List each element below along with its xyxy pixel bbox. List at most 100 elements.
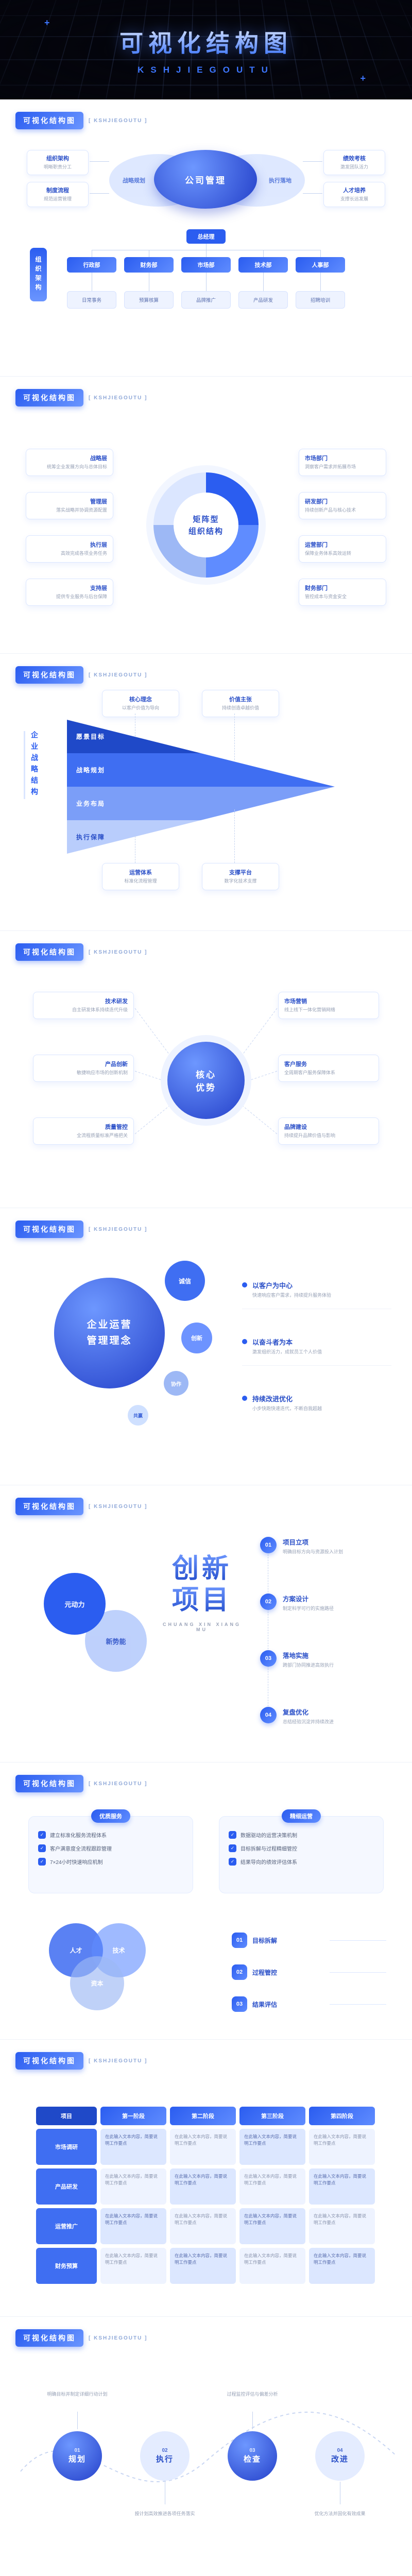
advantage-card: 产品创新敏捷响应市场的创新机制	[33, 1055, 134, 1082]
connector-line	[263, 250, 264, 257]
slide-logo-badge: 可视化结构图	[15, 2329, 83, 2347]
chip-desc: 支撑长远发展	[340, 196, 368, 201]
item-desc: 小步快跑快速迭代，不断自我超越	[252, 1406, 322, 1411]
step-number-badge: 01	[232, 1933, 247, 1948]
table-cell: 在此输入文本内容，简要说明工作要点	[239, 2129, 305, 2165]
band-label: 业务布局	[76, 800, 106, 807]
card-desc: 保障业务体系高效运转	[305, 551, 352, 556]
band-label: 愿景目标	[76, 733, 106, 740]
check-row: ✓建立标准化服务流程体系	[38, 1831, 183, 1839]
table-cell: 在此输入文本内容，简要说明工作要点	[239, 2208, 305, 2244]
step-number-badge: 04	[260, 1707, 277, 1723]
pyramid-band: 业务布局	[67, 787, 335, 820]
bubble-title: 管理理念	[87, 1335, 132, 1346]
table-row-header: 市场调研	[36, 2129, 97, 2165]
layer-card: 执行层高效完成各项业务任务	[26, 535, 113, 563]
card-title: 客户服务	[284, 1061, 307, 1067]
step-title: 方案设计	[283, 1596, 309, 1603]
card-title: 运营体系	[129, 870, 152, 876]
check-row: ✓7×24小时快速响应机制	[38, 1858, 183, 1866]
slide-logo-badge: 可视化结构图	[15, 1221, 83, 1238]
ring-center-title: 组织结构	[188, 527, 224, 536]
slide-03-strategy-pyramid: 可视化结构图[ KSHJIEGOUTU ] 企业战略结构 愿景目标 战略规划 业…	[0, 654, 412, 931]
org-sub-box: 招聘培训	[296, 291, 345, 309]
card-desc: 管控成本与资金安全	[305, 594, 347, 599]
card-header-pill: 优质服务	[91, 1809, 130, 1823]
node-desc: 明确目标并制定详细行动计划	[47, 2392, 108, 2397]
node-title: 改进	[331, 2455, 349, 2464]
node-desc: 过程监控评估与偏差分析	[227, 2392, 278, 2397]
item-desc: 快速响应客户需求，持续提升服务体验	[252, 1293, 332, 1298]
feature-card: 优质服务 ✓建立标准化服务流程体系 ✓客户满意度全流程跟踪管理 ✓7×24小时快…	[28, 1809, 193, 1893]
check-text: 数据驱动的运营决策机制	[241, 1833, 297, 1839]
check-icon: ✓	[229, 1831, 236, 1839]
connector-line	[90, 193, 109, 194]
node-desc: 按计划高效推进各项任务落实	[134, 2511, 195, 2516]
step-title: 过程管控	[252, 1969, 278, 1976]
bubble-title: 企业运营	[87, 1319, 132, 1331]
connector-line	[252, 2412, 253, 2429]
node-desc-block: 按计划高效推进各项任务落实	[131, 2509, 198, 2518]
slide-logo-badge: 可视化结构图	[15, 1498, 83, 1515]
card-title: 管理层	[90, 499, 107, 505]
node-number: 04	[337, 2448, 343, 2453]
check-text: 目标拆解与过程精细管控	[241, 1846, 297, 1852]
matrix-table: 项目 第一阶段 第二阶段 第三阶段 第四阶段 市场调研 在此输入文本内容，简要说…	[36, 2107, 375, 2284]
step-desc: 制定科学可行的实施路径	[283, 1606, 334, 1611]
check-row: ✓客户满意度全流程跟踪管理	[38, 1844, 183, 1852]
side-chip: 绩效考核激发团队活力	[323, 150, 385, 175]
pyramid-band: 战略规划	[67, 753, 335, 787]
org-dept-box: 技术部	[238, 257, 288, 273]
step-desc: 跨部门协同推进高效执行	[283, 1663, 334, 1668]
slide-header: 可视化结构图[ KSHJIEGOUTU ]	[15, 666, 147, 684]
callout-card: 支撑平台数字化技术支撑	[202, 863, 279, 890]
org-sub-box: 品牌推广	[181, 291, 231, 309]
connector-line	[303, 193, 322, 194]
table-cell: 在此输入文本内容，简要说明工作要点	[170, 2208, 236, 2244]
org-dept-box: 市场部	[181, 257, 231, 273]
node-desc-block: 过程监控评估与偏差分析	[219, 2389, 286, 2398]
check-text: 7×24小时快速响应机制	[50, 1860, 103, 1866]
check-row: ✓结果导向的绩效评估体系	[229, 1858, 374, 1866]
connector-line	[303, 161, 322, 162]
divider-line	[330, 1972, 386, 1973]
slide-header: 可视化结构图[ KSHJIEGOUTU ]	[15, 2052, 147, 2070]
pyramid-band: 愿景目标	[67, 720, 335, 753]
slide-header: 可视化结构图[ KSHJIEGOUTU ]	[15, 1221, 147, 1238]
table-cell: 在此输入文本内容，简要说明工作要点	[309, 2208, 375, 2244]
step-title: 复盘优化	[283, 1709, 309, 1716]
card-desc: 线上线下一体化营销网络	[284, 1007, 336, 1012]
card-title: 财务部门	[305, 585, 328, 591]
card-desc: 持续创新产品与核心技术	[305, 507, 356, 513]
table-cell: 在此输入文本内容，简要说明工作要点	[100, 2208, 166, 2244]
layer-card: 战略层统筹企业发展方向与总体目标	[26, 449, 113, 476]
step-number-badge: 02	[232, 1964, 247, 1980]
callout-card: 价值主张持续创造卓越价值	[202, 690, 279, 717]
card-title: 技术研发	[105, 998, 128, 1005]
dept-card: 研发部门持续创新产品与核心技术	[299, 492, 386, 519]
step-title: 结果评估	[252, 2001, 278, 2008]
value-bubble: 共赢	[128, 1405, 148, 1426]
table-col-header: 第四阶段	[309, 2107, 375, 2125]
feature-card: 精细运营 ✓数据驱动的运营决策机制 ✓目标拆解与过程精细管控 ✓结果导向的绩效评…	[219, 1809, 384, 1893]
connector-line	[206, 273, 207, 291]
item-title: 持续改进优化	[252, 1395, 293, 1403]
connector-line	[90, 161, 109, 162]
card-desc: 标准化流程管理	[124, 878, 157, 884]
slide-logo-badge: 可视化结构图	[15, 1775, 83, 1792]
table-cell: 在此输入文本内容，简要说明工作要点	[309, 2129, 375, 2165]
card-title: 执行层	[90, 542, 107, 548]
slide-04-core-advantages: 可视化结构图[ KSHJIEGOUTU ] 核心 优势 技术研发自主研发体系持续…	[0, 931, 412, 1208]
value-bubble: 协作	[164, 1371, 188, 1396]
slide-logo-badge: 可视化结构图	[15, 389, 83, 406]
chip-title: 绩效考核	[343, 156, 366, 162]
card-title: 支持层	[90, 585, 107, 591]
venn-label: 执行落地	[269, 178, 291, 184]
slide-header: 可视化结构图[ KSHJIEGOUTU ]	[15, 2329, 147, 2347]
node-desc-block: 优化方法并固化有效成果	[306, 2509, 373, 2518]
